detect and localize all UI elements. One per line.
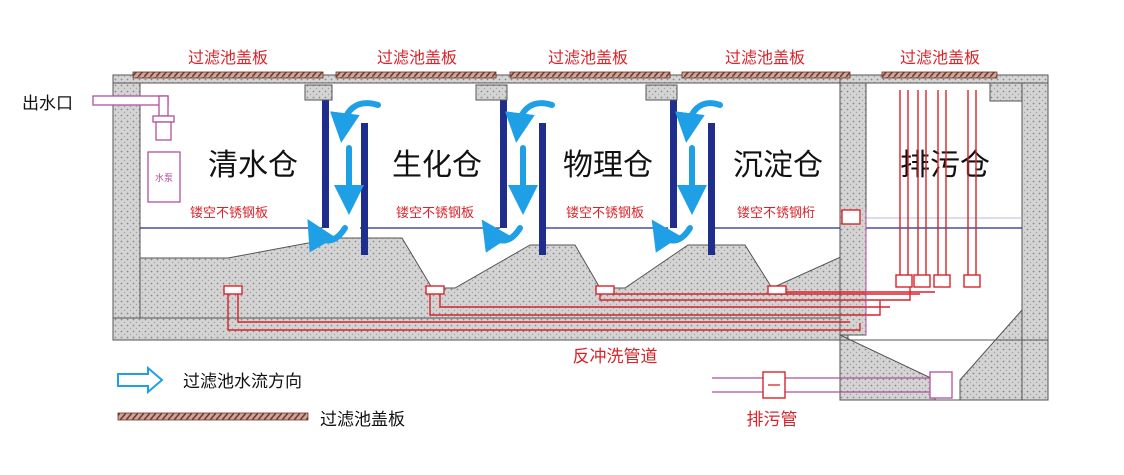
outlet-assembly: 出水口 水泵 bbox=[22, 94, 181, 203]
flow-arrow-curve bbox=[329, 100, 381, 143]
flow-arrow-curve bbox=[481, 219, 523, 253]
cover-label: 过滤池盖板 bbox=[725, 48, 805, 67]
tank-body bbox=[112, 74, 1049, 401]
pump-label: 水泵 bbox=[155, 172, 173, 184]
plate-label: 镂空不锈钢板 bbox=[566, 206, 644, 221]
flow-arrow-curve bbox=[674, 100, 723, 143]
chamber-labels: 清水仓 生化仓 物理仓 沉淀仓 排污仓 bbox=[208, 148, 990, 183]
plate-labels: 镂空不锈钢板 镂空不锈钢板 镂空不锈钢板 镂空不锈钢桁 bbox=[190, 206, 815, 221]
chamber-label-sewage: 排污仓 bbox=[900, 148, 990, 183]
legend-flow-label: 过滤池水流方向 bbox=[183, 372, 302, 392]
baffle-walls bbox=[322, 85, 715, 255]
pump-box bbox=[147, 151, 181, 203]
cover-swatch bbox=[117, 412, 309, 421]
outlet-label: 出水口 bbox=[22, 94, 73, 114]
outlet-pipe bbox=[92, 95, 169, 106]
chamber-label-sedimentation: 沉淀仓 bbox=[733, 148, 823, 183]
flow-arrow-icon bbox=[117, 365, 164, 395]
chamber-label-physical: 物理仓 bbox=[563, 148, 653, 183]
cover-label: 过滤池盖板 bbox=[900, 48, 980, 67]
cover-label: 过滤池盖板 bbox=[548, 48, 628, 67]
plate-label: 镂空不锈钢板 bbox=[396, 206, 474, 221]
backwash-label: 反冲洗管道 bbox=[573, 347, 658, 367]
backwash-pipes bbox=[223, 90, 981, 335]
water-level-lines bbox=[140, 217, 1022, 229]
drain-pipe bbox=[712, 371, 953, 399]
flow-arrow-curve bbox=[307, 219, 348, 253]
cover-supports bbox=[304, 82, 1023, 102]
chamber-label-clear-water: 清水仓 bbox=[208, 148, 298, 183]
chamber-label-biochemical: 生化仓 bbox=[392, 148, 482, 183]
legend: 过滤池水流方向 过滤池盖板 bbox=[117, 365, 405, 430]
plate-label: 镂空不锈钢桁 bbox=[737, 206, 815, 221]
legend-cover-label: 过滤池盖板 bbox=[320, 410, 405, 430]
cover-labels: 过滤池盖板 过滤池盖板 过滤池盖板 过滤池盖板 过滤池盖板 bbox=[188, 48, 980, 67]
cover-plates bbox=[132, 71, 998, 79]
cover-label: 过滤池盖板 bbox=[188, 48, 268, 67]
flow-arrows bbox=[307, 100, 723, 253]
cover-label: 过滤池盖板 bbox=[377, 48, 457, 67]
flow-arrow-curve bbox=[504, 100, 555, 143]
flow-arrow-curve bbox=[651, 219, 693, 253]
drain-pipe-label: 排污管 bbox=[747, 410, 798, 430]
plate-label: 镂空不锈钢板 bbox=[190, 206, 268, 221]
